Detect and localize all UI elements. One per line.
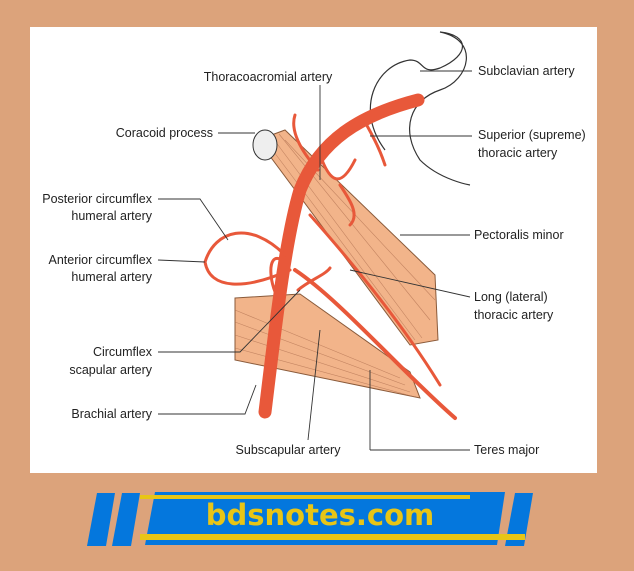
label-anterior-circumflex-2: humeral artery: [71, 270, 152, 284]
label-posterior-circumflex-1: Posterior circumflex: [42, 192, 152, 206]
site-banner: [87, 492, 533, 546]
first-rib: [369, 31, 471, 186]
label-teres-major: Teres major: [474, 443, 539, 457]
label-pectoralis-minor: Pectoralis minor: [474, 228, 564, 242]
label-brachial-artery: Brachial artery: [71, 407, 152, 421]
site-logo-text: bdsnotes.com: [205, 498, 435, 532]
label-anterior-circumflex-1: Anterior circumflex: [49, 253, 153, 267]
label-long-thoracic-2: thoracic artery: [474, 308, 554, 322]
label-coracoid-process: Coracoid process: [116, 126, 213, 140]
label-posterior-circumflex-2: humeral artery: [71, 209, 152, 223]
leader-lines: [157, 70, 472, 451]
thoracoacromial-branches: [292, 113, 357, 227]
label-superior-thoracic-1: Superior (supreme): [478, 128, 586, 142]
label-long-thoracic-1: Long (lateral): [474, 290, 548, 304]
axillary-artery-diagram: Thoracoacromial artery Coracoid process …: [42, 31, 586, 457]
long-thoracic-artery: [308, 213, 442, 387]
coracoid-process: [252, 129, 278, 161]
circumflex-scapular-artery: [296, 266, 332, 292]
label-thoracoacromial-artery: Thoracoacromial artery: [204, 70, 333, 84]
label-circumflex-scapular-2: scapular artery: [69, 363, 152, 377]
label-subclavian-artery: Subclavian artery: [478, 64, 575, 78]
label-superior-thoracic-2: thoracic artery: [478, 146, 558, 160]
label-subscapular-artery: Subscapular artery: [236, 443, 342, 457]
axillary-artery: [258, 93, 425, 419]
superior-thoracic-artery: [363, 120, 387, 167]
diagram-panel: [30, 27, 597, 473]
label-circumflex-scapular-1: Circumflex: [93, 345, 153, 359]
subscapular-artery: [293, 268, 457, 420]
